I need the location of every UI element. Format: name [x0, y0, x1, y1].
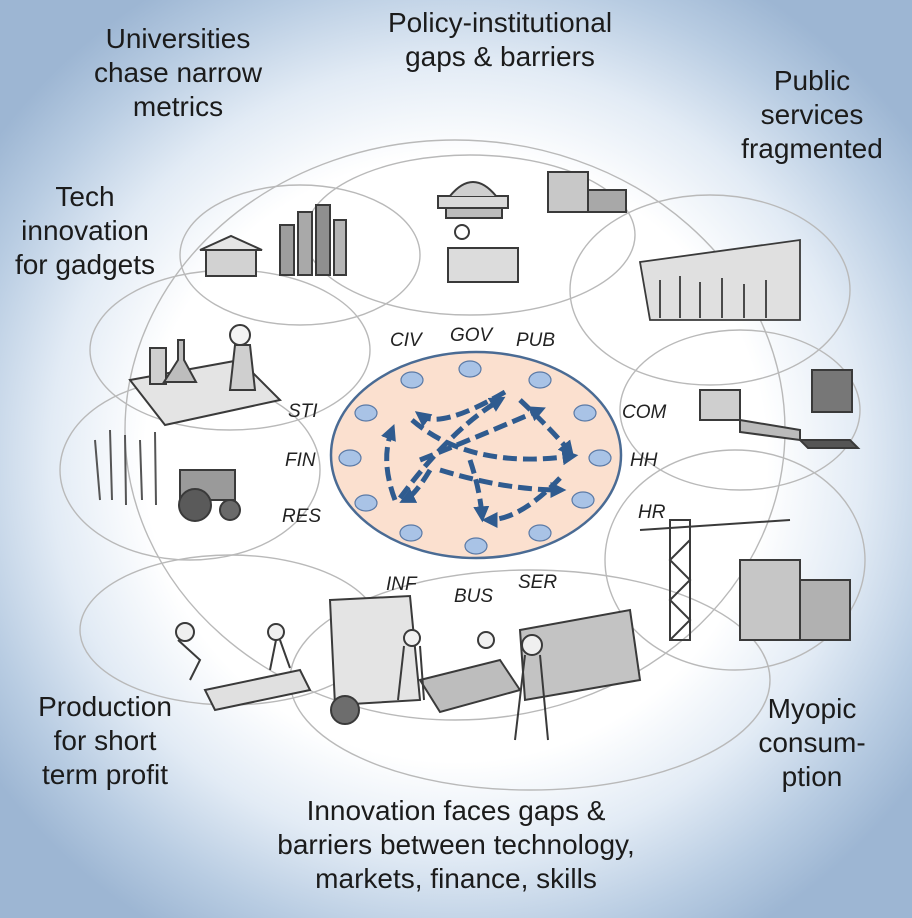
caption-line: term profit — [41, 759, 169, 790]
caption-line: services — [760, 99, 864, 130]
interaction-arrows — [381, 389, 579, 528]
caption-line: Tech — [55, 181, 115, 212]
caption-line: consum- — [758, 727, 866, 758]
caption-line: for short — [53, 725, 157, 756]
sketch-production-workers — [175, 622, 312, 712]
sketch-civic-buildings — [199, 204, 347, 277]
caption-line: innovation — [21, 215, 149, 246]
caption-line: Innovation faces gaps & — [306, 795, 606, 826]
node-hh — [588, 449, 612, 467]
node-bus — [464, 537, 488, 555]
node-label-ser: SER — [518, 572, 557, 593]
node-label-hr: HR — [638, 502, 666, 523]
caption-innovation: Innovation faces gaps & barriers between… — [256, 794, 656, 896]
node-label-civ: CIV — [390, 330, 424, 351]
node-inf — [399, 524, 423, 542]
node-label-fin: FIN — [285, 450, 316, 471]
node-label-hh: HH — [630, 450, 658, 471]
node-label-com: COM — [622, 402, 667, 423]
node-label-inf: INF — [386, 574, 418, 595]
sketch-public-services-crowd — [638, 238, 801, 321]
node-label-res: RES — [282, 506, 321, 527]
node-com — [573, 404, 597, 422]
caption-line: Production — [38, 691, 172, 722]
sketch-market-workshop — [328, 594, 642, 741]
sketch-construction-crane — [639, 519, 851, 641]
caption-public-services: Public services fragmented — [712, 64, 912, 166]
node-dots — [338, 360, 612, 555]
node-label-pub: PUB — [516, 330, 555, 351]
caption-line: for gadgets — [14, 249, 156, 280]
caption-line: Myopic — [767, 693, 857, 724]
caption-line: Policy-institutional — [387, 7, 613, 38]
caption-line: Universities — [105, 23, 251, 54]
caption-line: markets, finance, skills — [315, 863, 597, 894]
caption-line: fragmented — [741, 133, 883, 164]
caption-policy: Policy-institutional gaps & barriers — [350, 6, 650, 74]
node-label-bus: BUS — [454, 586, 493, 607]
node-civ — [400, 371, 424, 389]
caption-line: Public — [773, 65, 851, 96]
caption-line: metrics — [132, 91, 224, 122]
caption-line: barriers between technology, — [277, 829, 635, 860]
node-ser — [528, 524, 552, 542]
node-pub — [528, 371, 552, 389]
sketch-office-computers — [699, 369, 861, 449]
caption-line: gaps & barriers — [405, 41, 595, 72]
node-res — [354, 494, 378, 512]
node-label-gov: GOV — [450, 325, 495, 346]
caption-line: chase narrow — [93, 57, 263, 88]
sketch-laboratory — [128, 324, 283, 427]
node-sti — [354, 404, 378, 422]
caption-tech: Tech innovation for gadgets — [0, 180, 170, 282]
node-hr — [571, 491, 595, 509]
node-fin — [338, 449, 362, 467]
caption-universities: Universities chase narrow metrics — [68, 22, 288, 124]
sketch-government-buildings — [437, 171, 627, 283]
node-gov — [458, 360, 482, 378]
caption-myopic: Myopic consum- ption — [722, 692, 902, 794]
node-label-sti: STI — [288, 401, 318, 422]
sketch-tractor-field — [94, 429, 241, 522]
caption-line: ption — [781, 761, 843, 792]
caption-production: Production for short term profit — [10, 690, 200, 792]
